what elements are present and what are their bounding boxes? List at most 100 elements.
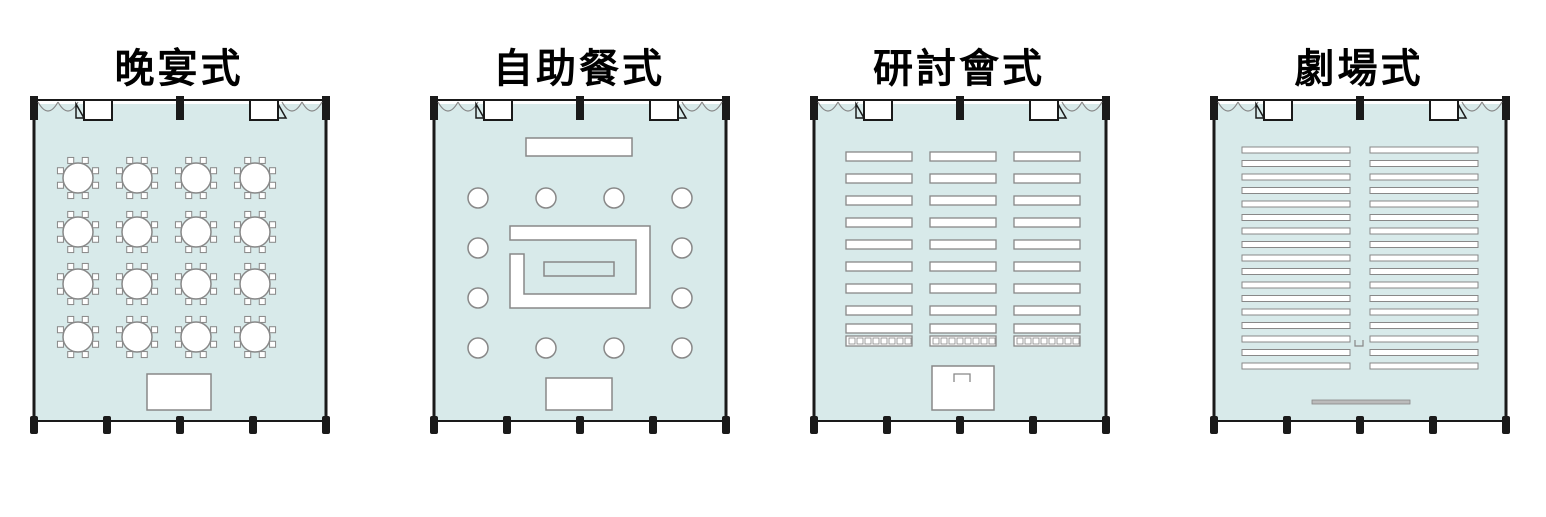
pillar: [722, 416, 730, 434]
cocktail-table: [603, 337, 625, 359]
seat-row: [1369, 146, 1479, 154]
chair: [199, 298, 207, 306]
pillar: [810, 96, 818, 120]
chair: [210, 287, 218, 295]
door-swing: [701, 101, 723, 112]
door-swing: [301, 101, 323, 112]
chair: [244, 351, 252, 359]
chair: [151, 221, 159, 229]
classroom-table: [929, 239, 997, 250]
chair: [81, 351, 89, 359]
chair: [56, 181, 64, 189]
stage: [1311, 399, 1411, 405]
pillar: [322, 416, 330, 434]
door-step: [1457, 101, 1468, 119]
chair: [244, 210, 252, 218]
chair: [964, 337, 972, 345]
chair: [244, 298, 252, 306]
door-step: [855, 101, 866, 119]
chair: [56, 287, 64, 295]
chair: [81, 246, 89, 254]
classroom-table: [1013, 239, 1081, 250]
pillar: [1283, 416, 1291, 434]
seat-row: [1369, 254, 1479, 262]
classroom-table: [929, 151, 997, 162]
chair: [92, 287, 100, 295]
chair: [140, 210, 148, 218]
classroom-table: [845, 283, 913, 294]
chair: [888, 337, 896, 345]
chair: [151, 287, 159, 295]
seat-row: [1369, 187, 1479, 194]
door: [483, 99, 513, 121]
chair: [210, 273, 218, 281]
chair: [233, 340, 241, 348]
door-swing: [37, 101, 59, 112]
chair: [56, 340, 64, 348]
chair: [210, 235, 218, 243]
classroom-table: [845, 239, 913, 250]
chair: [81, 210, 89, 218]
classroom-table: [929, 261, 997, 272]
pillar: [430, 416, 438, 434]
door: [1429, 99, 1459, 121]
pillar: [430, 96, 438, 120]
chair: [140, 156, 148, 164]
seat-row: [1369, 335, 1479, 343]
cocktail-table: [603, 187, 625, 209]
chair: [115, 221, 123, 229]
chair: [244, 192, 252, 200]
seat-row: [1369, 349, 1479, 356]
chair: [1056, 337, 1064, 345]
chair: [174, 235, 182, 243]
seat-row: [1241, 281, 1351, 289]
chair: [1040, 337, 1048, 345]
stage: [931, 365, 995, 411]
door-swing: [437, 101, 459, 112]
pillar: [1102, 96, 1110, 120]
chair: [81, 298, 89, 306]
room-floor: [34, 104, 326, 420]
seat-row: [1241, 160, 1351, 167]
chair: [244, 262, 252, 270]
chair: [56, 235, 64, 243]
cocktail-table: [671, 237, 693, 259]
chair: [151, 167, 159, 175]
pillar: [722, 96, 730, 120]
pillar: [322, 96, 330, 120]
chair: [140, 298, 148, 306]
seat-row: [1241, 200, 1351, 208]
door-step: [1255, 101, 1266, 119]
chair: [269, 287, 277, 295]
layout-title: 劇場式: [1294, 45, 1424, 92]
chair: [126, 315, 134, 323]
door-swing: [1217, 101, 1239, 112]
pillar: [1356, 416, 1364, 434]
classroom-table: [845, 261, 913, 272]
seat-row: [1241, 187, 1351, 194]
seat-row: [1241, 254, 1351, 262]
chair: [1072, 337, 1080, 345]
classroom-table: [845, 195, 913, 206]
classroom-table: [845, 173, 913, 184]
seat-row: [1369, 308, 1479, 316]
chair: [126, 262, 134, 270]
round-table: [121, 321, 153, 353]
pillar: [103, 416, 111, 434]
chair: [1064, 337, 1072, 345]
seat-row: [1369, 322, 1479, 329]
chair: [233, 221, 241, 229]
chair: [126, 246, 134, 254]
round-table: [121, 268, 153, 300]
chair: [140, 246, 148, 254]
chair: [210, 326, 218, 334]
chair: [258, 246, 266, 254]
chair: [258, 210, 266, 218]
door: [1029, 99, 1059, 121]
chair: [210, 340, 218, 348]
chair: [233, 287, 241, 295]
chair: [896, 337, 904, 345]
seat-row: [1369, 214, 1479, 221]
chair: [258, 298, 266, 306]
chair: [199, 156, 207, 164]
